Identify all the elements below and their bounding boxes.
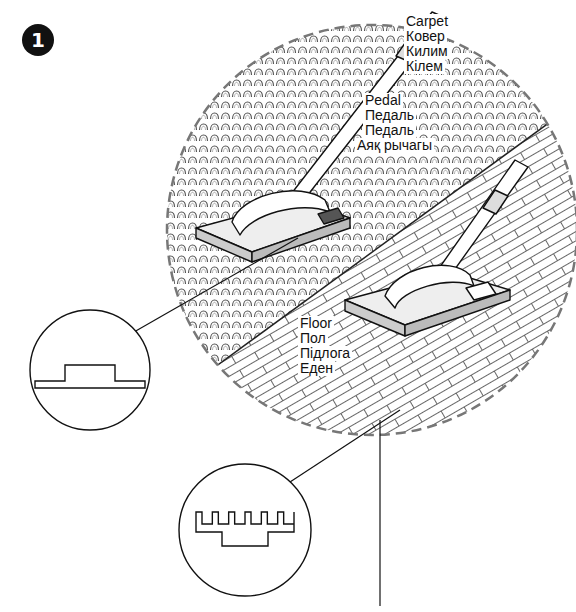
leader-line [134,238,298,332]
part-label: Педаль [363,108,416,123]
surface-label: Floor [298,316,334,331]
dashed-magnifier [167,25,576,435]
pedal [318,208,344,224]
part-label: Pedal [363,93,403,108]
step-number: 1 [22,24,54,56]
carpet-setting-detail [30,310,150,430]
leader-line [290,410,400,482]
floor-tiles [150,0,576,450]
surface-label: Ковер [404,29,447,44]
surface-label: Килим [404,44,450,59]
carpet-texture [150,0,576,450]
floor-setting-detail [179,464,311,596]
surface-label: Еден [298,361,335,376]
surface-label: Кілем [404,59,445,74]
part-label: Педаль [363,123,416,138]
pedal [466,282,496,300]
leader-line [379,420,380,606]
surface-label: Пол [298,331,328,346]
surface-label: Carpet [404,14,450,29]
step-number-text: 1 [31,28,45,52]
part-label: Аяқ рычагы [355,138,434,153]
surface-label: Підлога [298,346,352,361]
floor-nozzle [345,160,528,336]
brush-retracted-symbol [35,365,145,388]
magnified-scene [150,0,576,450]
brush-extended-symbol [196,512,294,546]
